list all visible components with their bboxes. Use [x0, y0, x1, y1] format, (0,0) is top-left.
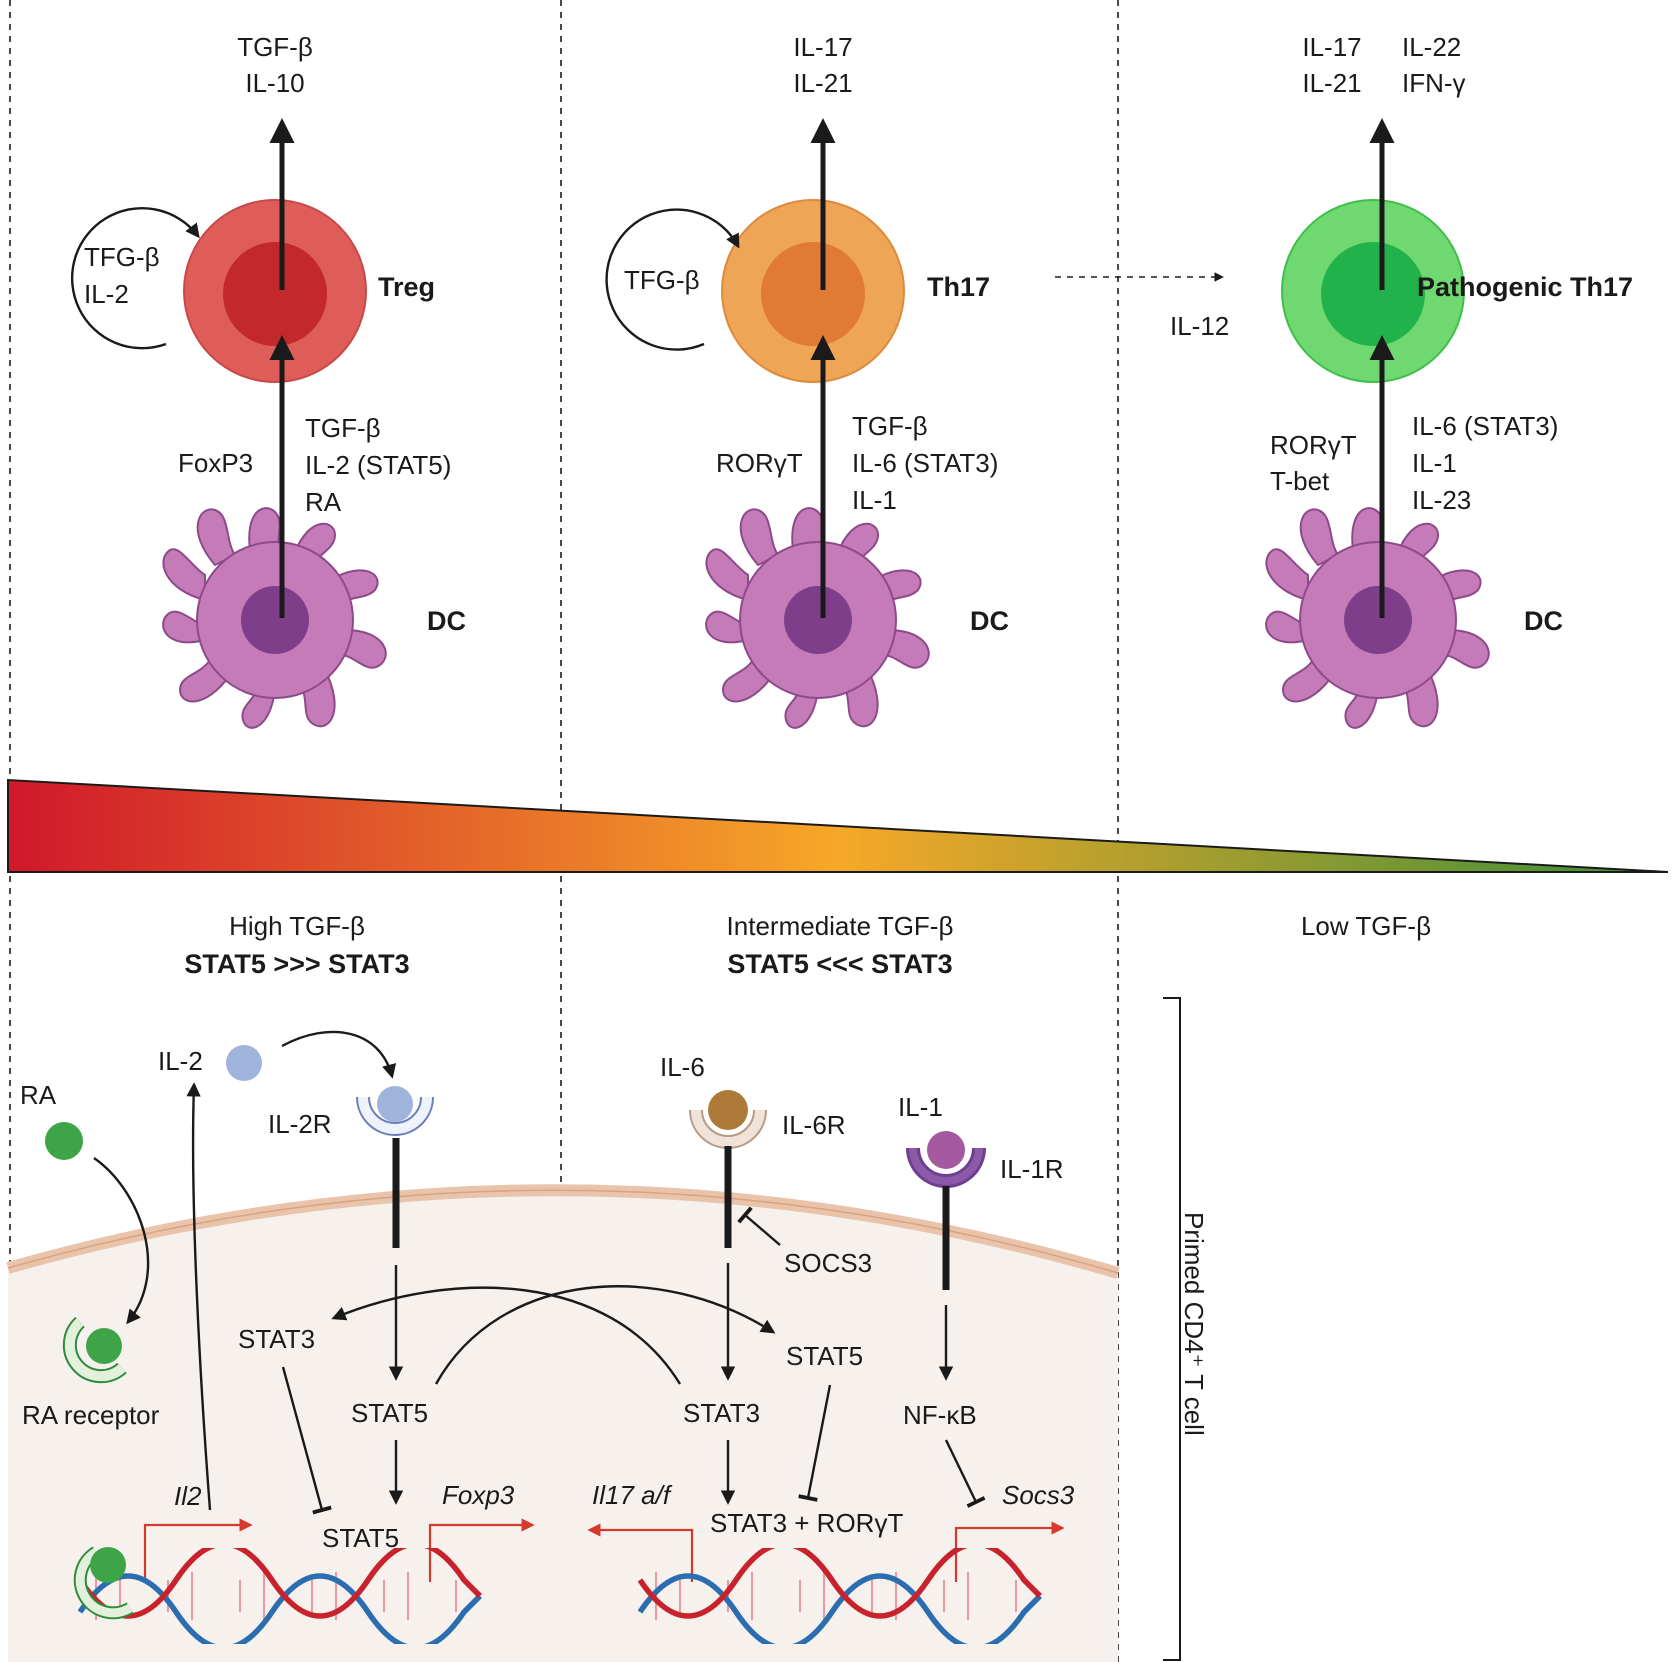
treg-signal-3: RA	[305, 487, 342, 517]
stat5-inhibits-complex	[798, 1384, 832, 1502]
th17-autocrine-1: TFG-β	[624, 265, 700, 295]
ra-receptor-label: RA receptor	[22, 1400, 160, 1430]
th17-secreted-1: IL-17	[793, 32, 852, 62]
th17-dc-label: DC	[970, 606, 1009, 636]
ra-bound	[86, 1328, 122, 1364]
treg-secreted-1: TGF-β	[237, 32, 313, 62]
il2-production-arrow	[186, 1082, 212, 1511]
gene-socs3-label: Socs3	[1002, 1480, 1075, 1510]
ra-label: RA	[20, 1080, 57, 1110]
transition-label: IL-12	[1170, 311, 1229, 341]
th17-autocrine-arrow	[605, 208, 740, 351]
nfkb-inhibits-socs3	[944, 1439, 986, 1508]
path-signal-2: IL-1	[1412, 448, 1457, 478]
th17-panel: IL-17 IL-21 TFG-β Th17 RORγT TGF-β IL-6 …	[605, 32, 1009, 729]
path-secreted-left-2: IL-21	[1302, 68, 1361, 98]
treg-autocrine-2: IL-2	[84, 279, 129, 309]
left-stat-balance: STAT5 >>> STAT3	[184, 949, 409, 979]
treg-label: Treg	[378, 272, 435, 302]
foxp3-transcription-arrow	[428, 1518, 535, 1582]
stat3-to-stat3-left-arrow	[331, 1286, 682, 1385]
stat5-mid-label: STAT5	[351, 1398, 428, 1428]
th17-signal-3: IL-1	[852, 485, 897, 515]
path-signal-3: IL-23	[1412, 485, 1471, 515]
right-condition: Low TGF-β	[1301, 911, 1431, 941]
il2-bound	[377, 1086, 413, 1122]
treg-nucleus	[223, 242, 327, 346]
stat5-low-label: STAT5	[322, 1523, 399, 1553]
il6-label: IL-6	[660, 1052, 705, 1082]
pathogenic-th17-nucleus	[1321, 242, 1425, 346]
th17-signaling: IL-6 IL-6R SOCS3 IL-1 IL-1R STAT5 STAT3 …	[587, 1052, 1075, 1648]
treg-autocrine-arrow	[71, 207, 200, 350]
stat3-right-label: STAT3	[683, 1398, 760, 1428]
stat3-rorgt-label: STAT3 + RORγT	[710, 1508, 903, 1538]
treg-signal-1: TGF-β	[305, 413, 381, 443]
path-secreted-left-1: IL-17	[1302, 32, 1361, 62]
th17-secreted-2: IL-21	[793, 68, 852, 98]
th17-signal-1: TGF-β	[852, 411, 928, 441]
il2-label: IL-2	[158, 1046, 203, 1076]
il2-binding-arrow	[281, 1030, 397, 1079]
path-secreted-right-1: IL-22	[1402, 32, 1461, 62]
th17-nucleus	[761, 242, 865, 346]
il1r-label: IL-1R	[1000, 1154, 1064, 1184]
path-signal-1: IL-6 (STAT3)	[1412, 411, 1558, 441]
path-secreted-right-2: IFN-γ	[1402, 68, 1466, 98]
middle-condition: Intermediate TGF-β	[727, 911, 954, 941]
treg-autocrine-1: TFG-β	[84, 242, 160, 272]
socs3-inhibits-il6r	[737, 1206, 781, 1246]
socs3-transcription-arrow	[954, 1521, 1065, 1582]
gene-il2-label: Il2	[174, 1481, 202, 1511]
stat3-left-label: STAT3	[238, 1324, 315, 1354]
treg-dc-label: DC	[427, 606, 466, 636]
treg-dendritic-cell	[162, 507, 387, 729]
stat3-inhibits-stat5	[281, 1366, 332, 1515]
il1-label: IL-1	[898, 1092, 943, 1122]
path-tf-2: T-bet	[1270, 466, 1330, 496]
stat5-to-stat5-right-arrow	[434, 1285, 776, 1385]
gene-il17-label: Il17 a/f	[592, 1480, 673, 1510]
left-condition: High TGF-β	[229, 911, 365, 941]
path-tf-1: RORγT	[1270, 430, 1357, 460]
nfkb-label: NF-κB	[903, 1400, 977, 1430]
il17-transcription-arrow	[587, 1523, 694, 1582]
tgf-beta-gradient	[7, 778, 1669, 873]
th17-label: Th17	[927, 272, 990, 302]
pathogenic-dendritic-cell	[1265, 507, 1490, 729]
il1-bound	[927, 1131, 965, 1169]
treg-tf: FoxP3	[178, 448, 253, 478]
il2r-label: IL-2R	[268, 1109, 332, 1139]
stat5-right-label: STAT5	[786, 1341, 863, 1371]
ra-bound-dna	[90, 1547, 126, 1583]
primed-cd4-label: Primed CD4⁺ T cell	[1179, 1212, 1209, 1436]
th17-tf: RORγT	[716, 448, 803, 478]
pathogenic-dc-label: DC	[1524, 606, 1563, 636]
il6-bound	[708, 1090, 748, 1130]
th17-dendritic-cell	[705, 507, 930, 729]
il6r-label: IL-6R	[782, 1110, 846, 1140]
il2-molecule	[226, 1045, 262, 1081]
pathogenic-th17-label: Pathogenic Th17	[1417, 272, 1633, 302]
treg-panel: TGF-β IL-10 TFG-β IL-2 Treg FoxP3 TGF-β …	[71, 32, 466, 729]
ra-molecule	[45, 1122, 83, 1160]
cell-bracket	[1163, 997, 1181, 1661]
il2-transcription-arrow	[143, 1518, 253, 1582]
treg-signal-2: IL-2 (STAT5)	[305, 450, 451, 480]
treg-signaling: RA RA receptor IL-2 IL-2R STAT3 STAT5 ST…	[20, 1030, 535, 1648]
socs3-label: SOCS3	[784, 1248, 872, 1278]
pathogenic-th17-panel: IL-17 IL-21 IL-22 IFN-γ Pathogenic Th17 …	[1265, 32, 1633, 729]
ra-entry-arrow	[93, 1157, 150, 1325]
gene-foxp3-label: Foxp3	[442, 1480, 515, 1510]
cell-interior	[8, 1190, 1118, 1662]
middle-stat-balance: STAT5 <<< STAT3	[727, 949, 952, 979]
th17-signal-2: IL-6 (STAT3)	[852, 448, 998, 478]
treg-secreted-2: IL-10	[245, 68, 304, 98]
